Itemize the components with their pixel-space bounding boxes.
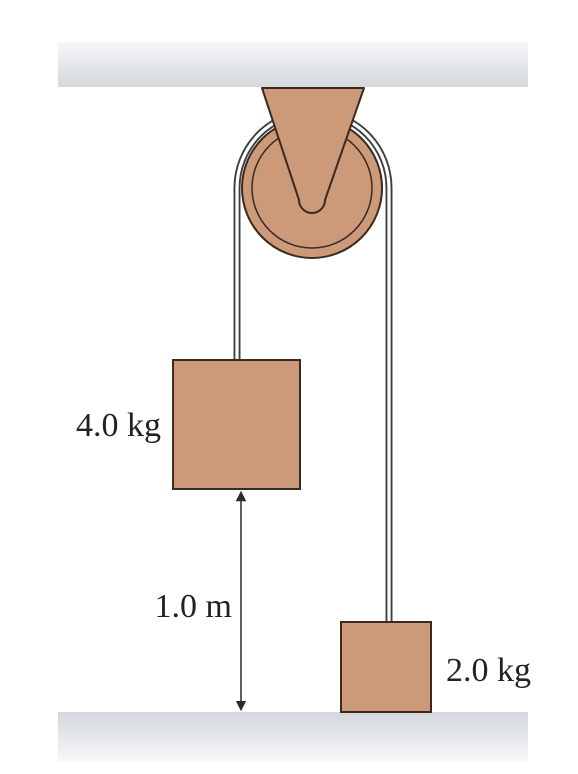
height-label: 1.0 m xyxy=(155,588,232,625)
pulley-bracket xyxy=(261,87,365,214)
floor xyxy=(58,712,528,762)
mass-block-right xyxy=(340,621,432,713)
mass-block-left xyxy=(172,359,301,490)
mass-label-right: 2.0 kg xyxy=(446,652,531,689)
mass-label-left: 4.0 kg xyxy=(76,407,161,444)
ceiling xyxy=(58,42,528,87)
